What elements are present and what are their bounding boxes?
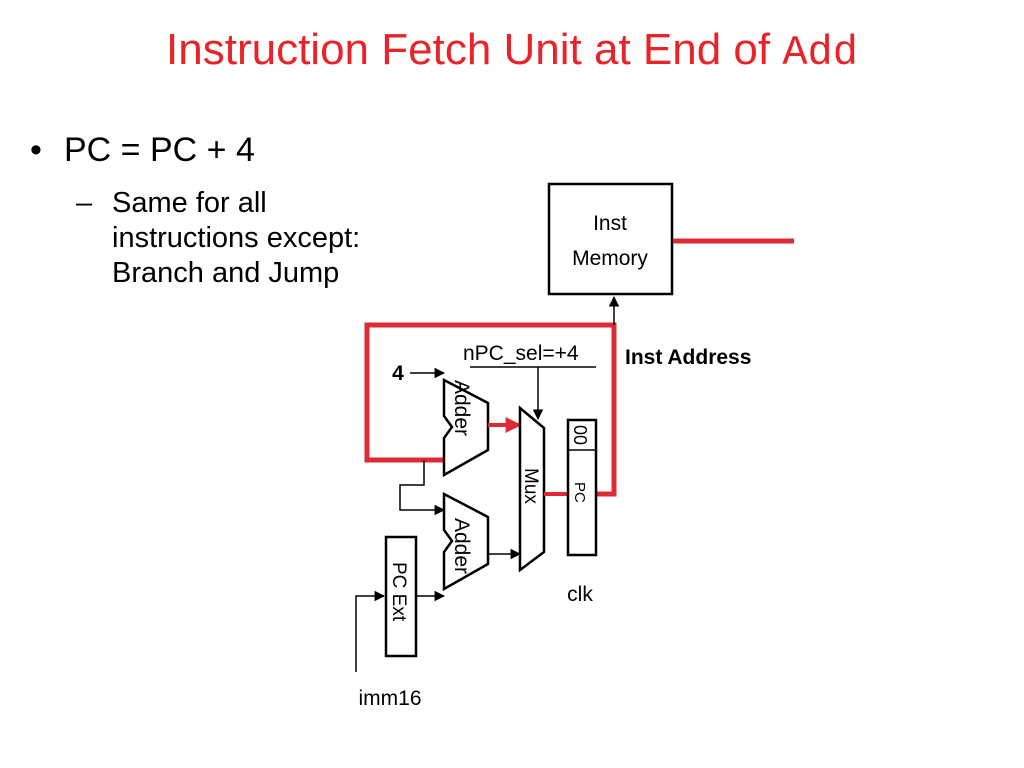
sub-bullet-lines: Same for all instructions except: Branch… bbox=[112, 186, 472, 291]
inst-memory-box bbox=[547, 182, 674, 296]
imm16-input-wire bbox=[355, 590, 386, 672]
pc-to-bottom-adder-wire bbox=[399, 460, 446, 516]
pc-feedback-wire bbox=[364, 322, 617, 497]
title-code: Add bbox=[782, 29, 858, 77]
sub-line-3: Branch and Jump bbox=[112, 257, 340, 289]
adder-top-label: Adder bbox=[450, 380, 473, 436]
pc-ext-label: PC Ext bbox=[388, 562, 409, 622]
clk-label: clk bbox=[567, 583, 593, 606]
bullet-dot-icon: • bbox=[30, 131, 42, 169]
bullet-text: PC = PC + 4 bbox=[64, 131, 255, 169]
adder-top bbox=[442, 377, 490, 478]
inst-address-label: Inst Address bbox=[625, 346, 751, 369]
title-text: Instruction Fetch Unit at End of bbox=[166, 25, 783, 74]
adder-bottom bbox=[442, 491, 490, 592]
inst-memory-label-1: Inst bbox=[593, 212, 627, 235]
pc-label: PC bbox=[571, 482, 588, 503]
pc-register bbox=[566, 418, 598, 557]
slide-title: Instruction Fetch Unit at End of Add bbox=[0, 22, 1024, 81]
npc-sel-label: nPC_sel=+4 bbox=[463, 342, 579, 365]
imm16-label: imm16 bbox=[358, 687, 421, 710]
pc-bits-label: 00 bbox=[570, 425, 590, 445]
mux-label: Mux bbox=[520, 468, 541, 504]
constant-four: 4 bbox=[392, 362, 404, 385]
inst-memory-label-2: Memory bbox=[572, 247, 648, 270]
adder-bottom-label: Adder bbox=[450, 518, 473, 574]
sub-line-1: Same for all bbox=[112, 187, 267, 219]
sub-bullet-dash: – bbox=[76, 187, 93, 219]
bullet-item: • PC = PC + 4 bbox=[30, 128, 255, 172]
mux bbox=[518, 405, 546, 573]
sub-line-2: instructions except: bbox=[112, 222, 361, 254]
